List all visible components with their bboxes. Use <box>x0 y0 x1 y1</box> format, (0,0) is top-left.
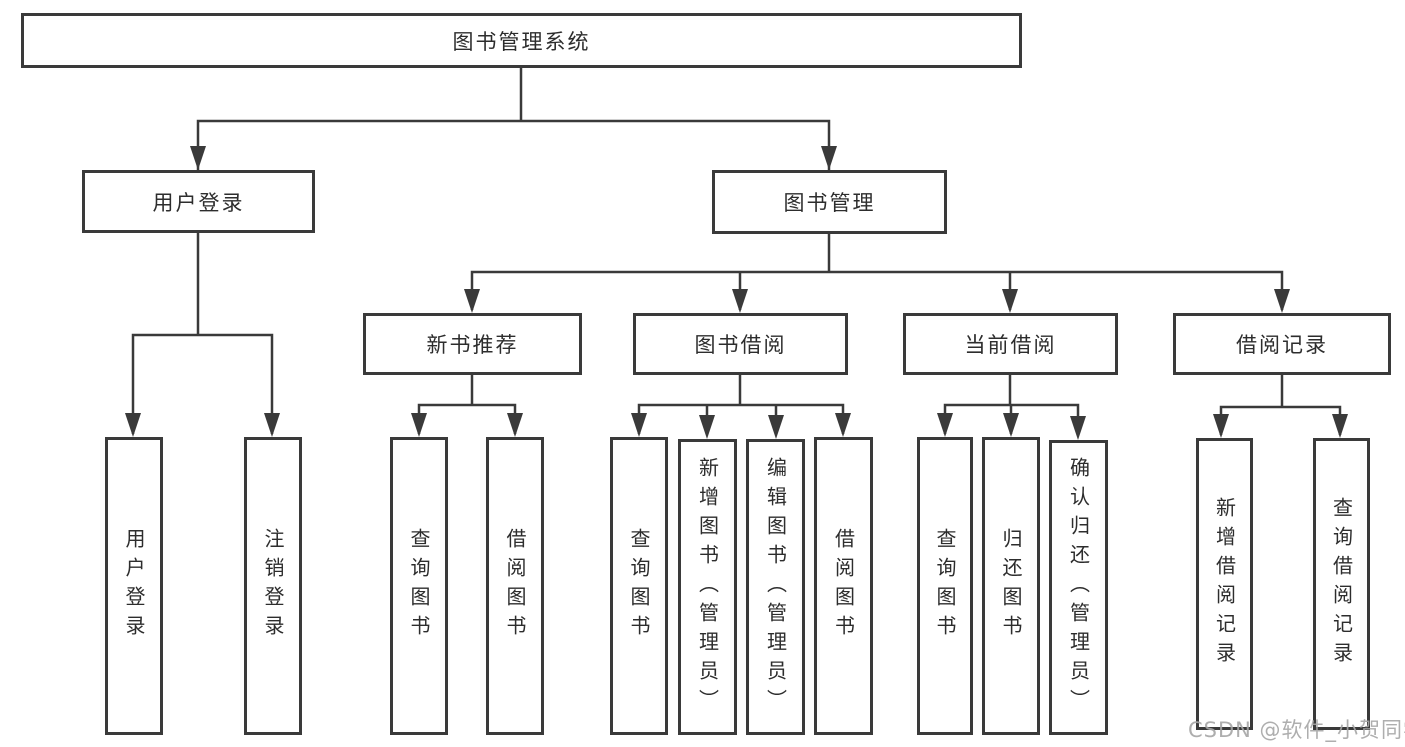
leaf-add-record: 新增借阅记录 <box>1196 438 1253 730</box>
node-user-login-label: 用户登录 <box>152 190 245 215</box>
node-book-mgmt: 图书管理 <box>712 170 947 234</box>
node-root: 图书管理系统 <box>21 13 1022 68</box>
leaf-query-book-3: 查询图书 <box>917 437 973 735</box>
connector-level3 <box>470 270 1284 310</box>
node-book-mgmt-label: 图书管理 <box>783 191 876 215</box>
leaf-query-book-3-label: 查询图书 <box>933 528 957 644</box>
node-new-book-rec-label: 新书推荐 <box>426 333 519 357</box>
leaf-return-book: 归还图书 <box>982 437 1040 735</box>
leaf-user-login: 用户登录 <box>105 437 163 735</box>
leaf-add-book-label: 新增图书（管理员） <box>695 456 720 718</box>
node-new-book-rec: 新书推荐 <box>363 313 582 375</box>
connector-newbook-split <box>417 375 517 434</box>
leaf-borrow-book-2: 借阅图书 <box>814 437 873 735</box>
node-current-borrow-label: 当前借阅 <box>964 333 1057 357</box>
leaf-return-book-label: 归还图书 <box>999 528 1023 644</box>
node-book-borrow: 图书借阅 <box>633 313 848 375</box>
leaf-query-book-2: 查询图书 <box>610 437 668 735</box>
node-root-label: 图书管理系统 <box>452 29 591 54</box>
leaf-borrow-book-2-label: 借阅图书 <box>831 528 856 644</box>
connector-level2 <box>196 119 831 170</box>
watermark: CSDN @软件_小贺同学 <box>1188 718 1405 742</box>
connector-records-split <box>1219 375 1342 435</box>
leaf-edit-book-label: 编辑图书（管理员） <box>763 456 788 718</box>
leaf-edit-book: 编辑图书（管理员） <box>746 439 805 735</box>
node-book-borrow-label: 图书借阅 <box>694 333 787 357</box>
node-borrow-records: 借阅记录 <box>1173 313 1391 375</box>
leaf-logout: 注销登录 <box>244 437 302 735</box>
leaf-borrow-book-1-label: 借阅图书 <box>503 528 527 644</box>
node-user-login: 用户登录 <box>82 170 315 233</box>
leaf-confirm-return-label: 确认归还（管理员） <box>1066 457 1091 718</box>
leaf-query-record: 查询借阅记录 <box>1313 438 1370 730</box>
leaf-borrow-book-1: 借阅图书 <box>486 437 544 735</box>
leaf-query-book-1: 查询图书 <box>390 437 448 735</box>
leaf-user-login-label: 用户登录 <box>122 528 146 644</box>
leaf-query-record-label: 查询借阅记录 <box>1329 497 1354 671</box>
leaf-add-record-label: 新增借阅记录 <box>1212 497 1237 671</box>
leaf-query-book-1-label: 查询图书 <box>407 528 431 644</box>
arrowheads <box>125 146 1348 440</box>
leaf-add-book: 新增图书（管理员） <box>678 439 737 735</box>
leaf-query-book-2-label: 查询图书 <box>627 528 651 644</box>
leaf-confirm-return: 确认归还（管理员） <box>1049 440 1108 735</box>
leaf-logout-label: 注销登录 <box>261 528 285 644</box>
node-current-borrow: 当前借阅 <box>903 313 1118 375</box>
connector-userlogin-split <box>131 333 274 434</box>
node-borrow-records-label: 借阅记录 <box>1236 333 1328 357</box>
connector-borrow-split <box>637 375 845 434</box>
